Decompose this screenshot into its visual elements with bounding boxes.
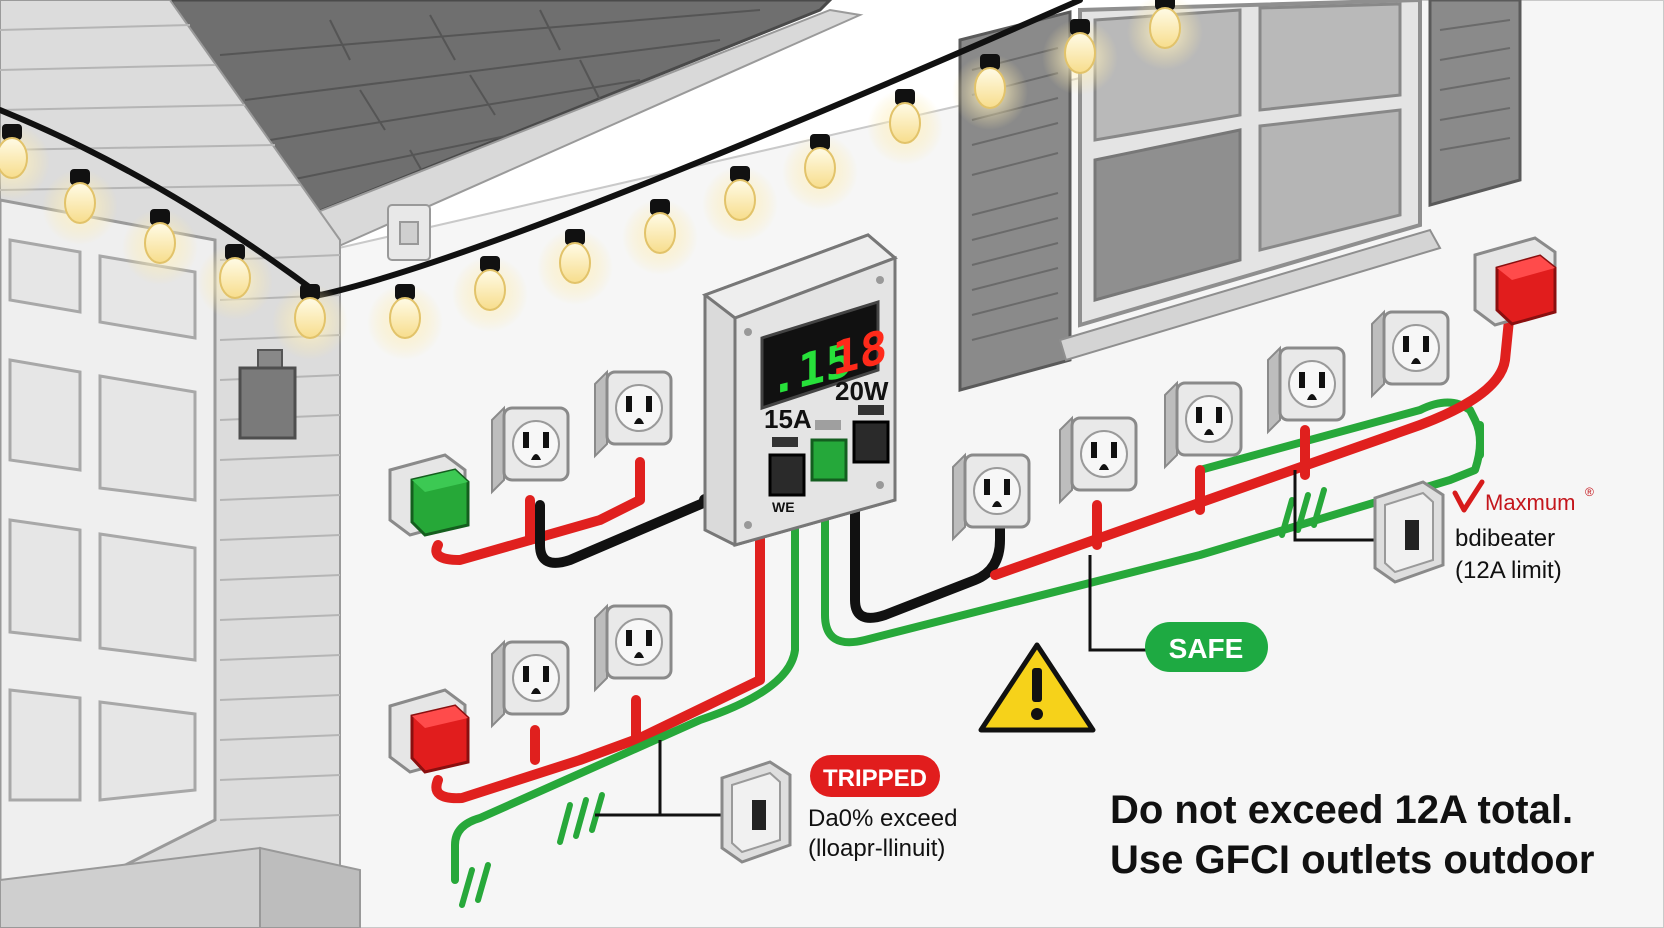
panel-bottom-label: WE	[772, 499, 795, 515]
outlet-receptacle	[594, 369, 673, 459]
rating-left-label: 15A	[764, 404, 812, 434]
outlet-receptacle	[491, 639, 570, 729]
tripped-line1: Da0% exceed	[808, 805, 957, 832]
gfci-ok-box	[388, 453, 470, 537]
light-bulb-icon	[867, 89, 943, 165]
roof-shingles	[219, 9, 761, 186]
light-bulb-icon	[1042, 19, 1118, 95]
footer-line1: Do not exceed 12A total.	[1110, 788, 1573, 832]
wiring	[431, 305, 1515, 884]
safe-badge-label: SAFE	[1169, 633, 1244, 664]
light-bulb-icon	[122, 209, 198, 285]
maximum-title: Maxmum	[1485, 490, 1575, 515]
light-bulb-icon	[952, 54, 1028, 130]
safe-badge: SAFE	[1145, 622, 1268, 672]
check-mark-icon	[1452, 479, 1485, 513]
motion-sensor	[387, 204, 431, 261]
light-bulb-icon	[622, 199, 698, 275]
footer-line2: Use GFCI outlets outdoor	[1110, 838, 1594, 882]
outlet-receptacle	[952, 452, 1031, 542]
neutral-wire-right	[850, 500, 1005, 623]
footer-warning: Do not exceed 12A total. Use GFCI outlet…	[1110, 788, 1594, 882]
tripped-callout: TRIPPED Da0% exceed (lloapr-llinuit)	[808, 755, 957, 862]
maximum-line2: (12A limit)	[1455, 557, 1562, 584]
hot-wire-upper-left	[431, 457, 645, 565]
neutral-wire-left	[535, 490, 727, 568]
right-shutter	[1428, 0, 1522, 207]
outlets	[491, 309, 1450, 729]
ground-wire-lower-left	[451, 521, 799, 884]
breaker-left	[768, 437, 806, 497]
outlet-receptacle	[1371, 309, 1450, 399]
breaker-panel: .15 18 15A 20W WE	[701, 233, 898, 547]
light-bulb-icon	[197, 244, 273, 320]
light-bulb-icon	[702, 166, 778, 242]
gfci-tripped-box	[388, 688, 470, 774]
breaker-right	[852, 405, 890, 464]
string-lights	[0, 0, 1203, 360]
window-sill	[1058, 228, 1442, 362]
wall-switch-upper	[1373, 480, 1445, 584]
garage-door	[0, 198, 217, 928]
maximum-line1: bdibeater	[1455, 525, 1555, 552]
light-bulb-icon	[452, 256, 528, 332]
light-bulb-icon	[42, 169, 118, 245]
outlet-receptacle	[594, 603, 673, 693]
wall-lamp	[238, 349, 297, 440]
light-bulb-icon	[782, 134, 858, 210]
maximum-sup: ®	[1585, 485, 1594, 499]
wall-switch-lower	[720, 760, 792, 864]
rating-right-label: 20W	[835, 376, 889, 406]
light-bulb-icon	[0, 124, 50, 200]
tripped-badge	[810, 755, 940, 797]
light-bulb-icon	[1127, 0, 1203, 70]
hot-wire-right	[990, 305, 1515, 580]
hot-wire-lower-left	[431, 520, 765, 804]
tripped-line2: (lloapr-llinuit)	[808, 835, 945, 862]
ground-hatch-icon	[459, 487, 1327, 908]
light-bulb-icon	[537, 229, 613, 305]
warning-triangle-icon	[978, 642, 1096, 733]
ground-step	[0, 846, 261, 928]
light-string-wire	[0, 0, 1083, 299]
tripped-badge-label: TRIPPED	[823, 765, 927, 792]
outlet-receptacle	[1267, 345, 1346, 435]
outlet-receptacle	[491, 405, 570, 495]
light-bulb-icon	[272, 284, 348, 360]
breaker-middle-on	[810, 420, 848, 482]
maximum-callout: Maxmum ® bdibeater (12A limit)	[1452, 479, 1594, 584]
outlet-receptacle	[1059, 415, 1138, 505]
light-bulb-icon	[367, 284, 443, 360]
gfci-tripped-box-right	[1473, 236, 1557, 327]
outlet-receptacle	[1164, 380, 1243, 470]
